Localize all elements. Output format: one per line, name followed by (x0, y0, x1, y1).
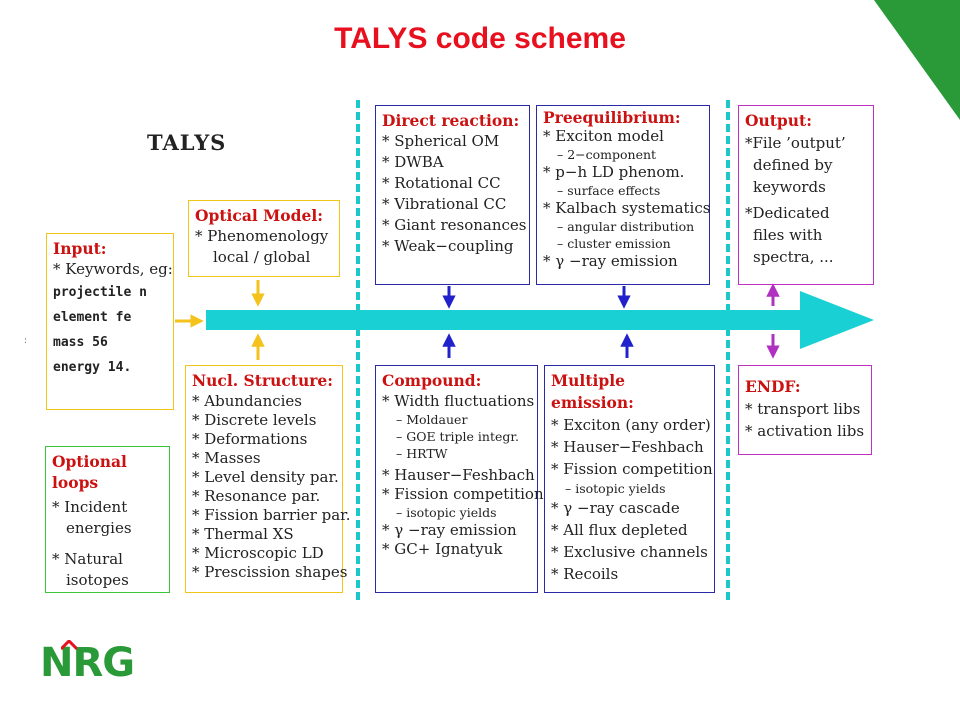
multiple-emission-heading: Multiple emission: (551, 371, 634, 412)
preequilibrium-box: Preequilibrium: * Exciton model – 2−comp… (536, 105, 710, 285)
optical-model-line: * Phenomenology (195, 227, 329, 245)
direct-reaction-box: Direct reaction: * Spherical OM * DWBA *… (375, 105, 530, 285)
preequilibrium-line: * γ −ray emission (543, 252, 678, 270)
direct-reaction-line: * DWBA (382, 153, 444, 171)
output-line: keywords (753, 178, 826, 196)
logo-accent-icon (61, 640, 77, 650)
multiple-emission-line: * Exclusive channels (551, 543, 708, 561)
nucl-structure-line: * Thermal XS (192, 525, 294, 543)
multiple-emission-line: * Hauser−Feshbach (551, 438, 704, 456)
edge-mark: : (24, 336, 28, 346)
nucl-structure-box: Nucl. Structure: * Abundancies * Discret… (185, 365, 351, 593)
output-box: Output: *File ’output’ defined by keywor… (738, 105, 874, 285)
optional-loops-box: Optional loops * Incident energies * Nat… (45, 446, 170, 593)
input-code-line: energy 14. (53, 360, 132, 375)
nucl-structure-line: * Level density par. (192, 468, 339, 486)
direct-reaction-line: * Vibrational CC (382, 195, 507, 213)
compound-box: Compound: * Width fluctuations – Moldaue… (375, 365, 544, 593)
compound-line: * Hauser−Feshbach (382, 466, 535, 484)
logo-text: NRG (40, 640, 135, 686)
preequilibrium-line: * Kalbach systematics (543, 199, 711, 217)
endf-heading: ENDF: (745, 377, 801, 396)
output-line: *Dedicated (745, 204, 830, 222)
compound-subline: – GOE triple integr. (396, 429, 519, 444)
direct-reaction-line: * Weak−coupling (382, 237, 514, 255)
output-line: *File ’output’ (745, 134, 846, 152)
compound-subline: – Moldauer (396, 412, 468, 427)
input-line: * Keywords, eg: (53, 260, 173, 278)
multiple-emission-box: Multiple emission: * Exciton (any order)… (544, 365, 715, 593)
compound-line: * Fission competition (382, 485, 544, 503)
preequilibrium-line: * Exciton model (543, 127, 664, 145)
compound-line: * Width fluctuations (382, 392, 535, 410)
nucl-structure-line: * Deformations (192, 430, 308, 448)
compound-line: * γ −ray emission (382, 521, 517, 539)
optional-loops-line: * Incident (52, 498, 128, 516)
nucl-structure-line: * Prescission shapes (192, 563, 348, 581)
optional-loops-line: * Natural (52, 550, 123, 568)
output-line: spectra, ... (753, 248, 834, 266)
multiple-emission-line: * γ −ray cascade (551, 499, 680, 517)
preequilibrium-subline: – surface effects (557, 183, 661, 198)
input-code-line: projectile n (53, 285, 147, 300)
direct-reaction-line: * Spherical OM (382, 132, 500, 150)
optical-model-box: Optical Model: * Phenomenology local / g… (188, 200, 340, 277)
output-heading: Output: (745, 111, 812, 130)
optical-model-line: local / global (213, 248, 311, 266)
nucl-structure-line: * Fission barrier par. (192, 506, 351, 524)
optional-loops-line: energies (66, 519, 132, 537)
direct-reaction-line: * Giant resonances (382, 216, 527, 234)
slide-title: TALYS code scheme (334, 22, 626, 55)
multiple-emission-line: * Exciton (any order) (551, 416, 711, 434)
endf-line: * activation libs (745, 422, 865, 440)
optional-loops-heading: Optional loops (52, 452, 127, 492)
endf-line: * transport libs (745, 400, 861, 418)
input-code-line: mass 56 (53, 335, 108, 350)
output-line: defined by (753, 156, 833, 174)
optional-loops-line: isotopes (66, 571, 129, 589)
compound-subline: – HRTW (396, 446, 448, 461)
nucl-structure-line: * Microscopic LD (192, 544, 324, 562)
nucl-structure-line: * Resonance par. (192, 487, 321, 505)
endf-box: ENDF: * transport libs * activation libs (738, 365, 872, 455)
preequilibrium-subline: – cluster emission (557, 236, 671, 251)
multiple-emission-line: * Fission competition (551, 460, 713, 478)
output-line: files with (753, 226, 823, 244)
preequilibrium-subline: – angular distribution (557, 219, 695, 234)
multiple-emission-line: * All flux depleted (551, 521, 688, 539)
nucl-structure-line: * Discrete levels (192, 411, 317, 429)
nucl-structure-line: * Abundancies (192, 392, 303, 410)
preequilibrium-subline: – 2−component (557, 147, 657, 162)
optical-model-heading: Optical Model: (195, 206, 323, 225)
multiple-emission-subline: – isotopic yields (565, 481, 666, 496)
compound-subline: – isotopic yields (396, 505, 497, 520)
main-flow-arrow (206, 291, 874, 349)
program-label: TALYS (147, 130, 227, 155)
direct-reaction-heading: Direct reaction: (382, 111, 520, 130)
preequilibrium-heading: Preequilibrium: (543, 108, 681, 127)
nrg-logo: NRG (40, 640, 135, 686)
compound-line: * GC+ Ignatyuk (382, 540, 503, 558)
direct-reaction-line: * Rotational CC (382, 174, 501, 192)
input-code-line: element fe (53, 310, 132, 325)
corner-triangle-decoration (874, 0, 960, 120)
preequilibrium-line: * p−h LD phenom. (543, 163, 685, 181)
input-heading: Input: (53, 239, 107, 258)
stage-divider-2 (726, 100, 730, 600)
nucl-structure-line: * Masses (192, 449, 261, 467)
compound-heading: Compound: (382, 371, 482, 390)
multiple-emission-line: * Recoils (551, 565, 619, 583)
input-box: Input: * Keywords, eg: projectile n elem… (46, 233, 174, 410)
nucl-structure-heading: Nucl. Structure: (192, 371, 333, 390)
stage-divider-1 (356, 100, 360, 600)
